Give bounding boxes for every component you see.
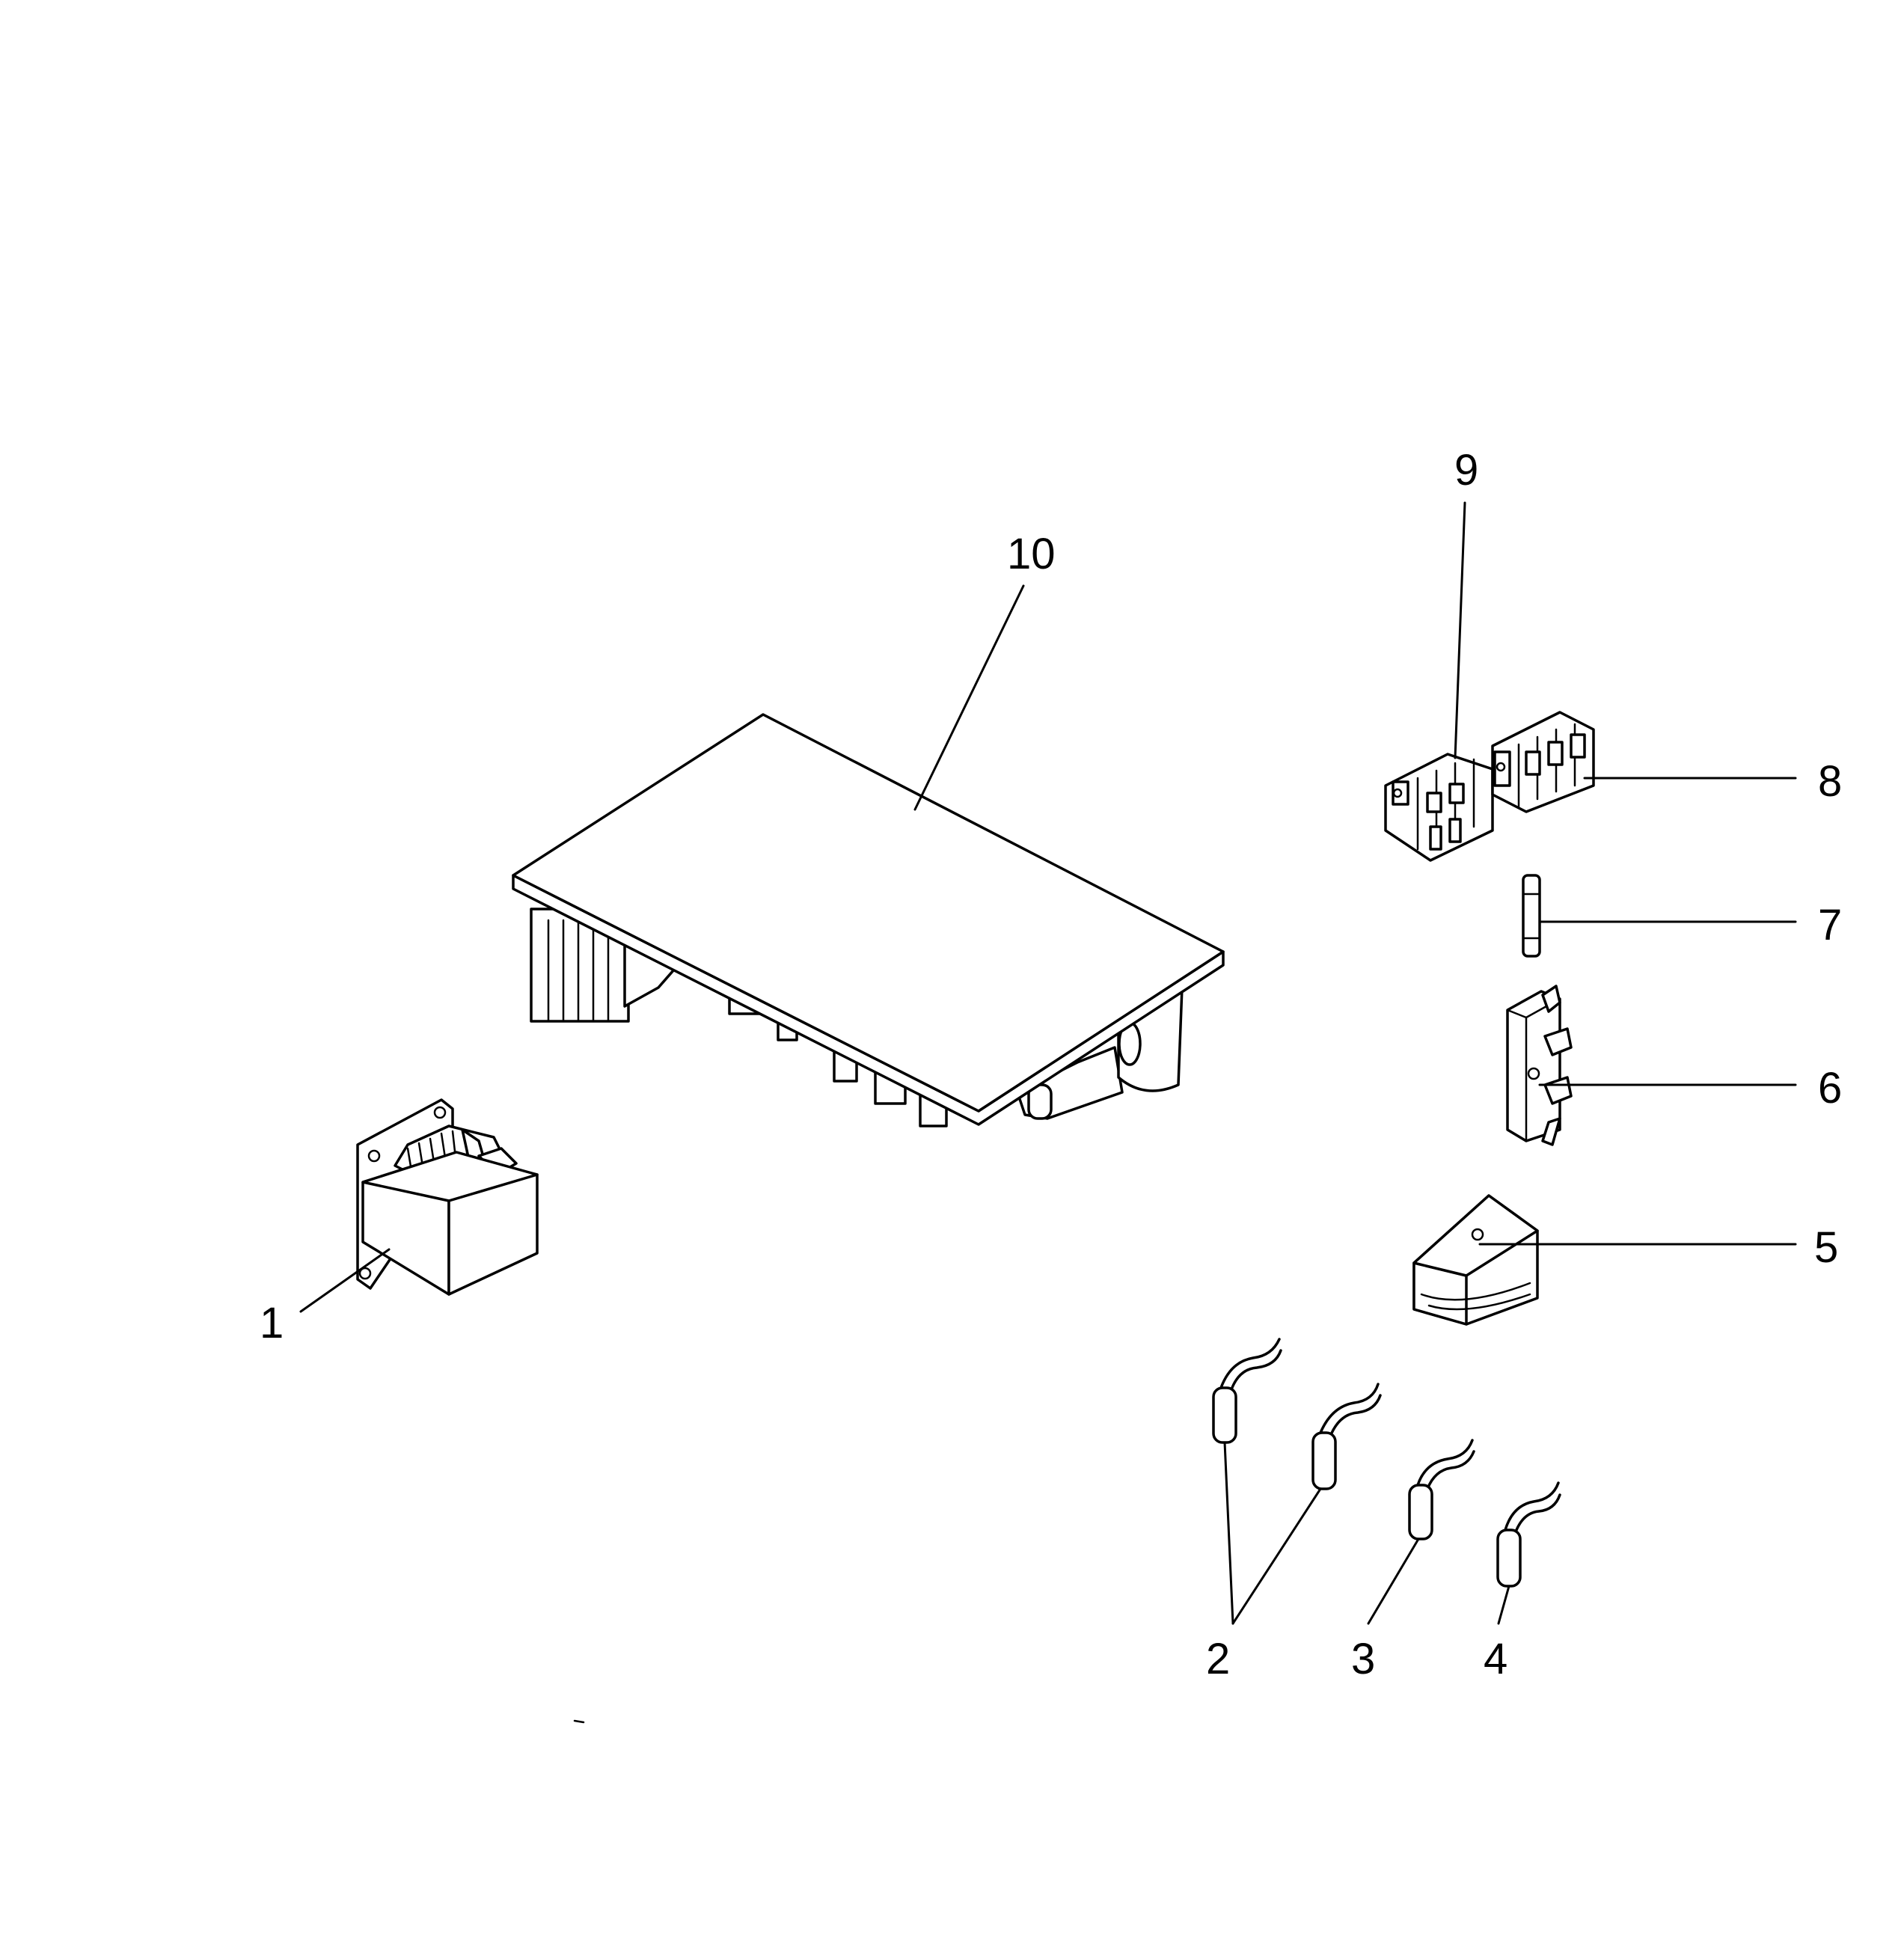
housing-part xyxy=(1412,1194,1539,1326)
transformer-part xyxy=(356,1098,539,1296)
callout-label-1: 1 xyxy=(260,1299,284,1347)
callout-label-6: 6 xyxy=(1818,1064,1842,1113)
leader-lines xyxy=(299,501,1797,1625)
sensor-part-2b xyxy=(1311,1383,1382,1490)
callout-label-4: 4 xyxy=(1484,1635,1507,1683)
callout-label-3: 3 xyxy=(1351,1635,1375,1683)
sensor-part-2a xyxy=(1212,1338,1282,1444)
callout-label-5: 5 xyxy=(1814,1223,1838,1272)
callout-label-2: 2 xyxy=(1206,1635,1230,1683)
terminal-block-small-part xyxy=(1384,753,1494,862)
callout-label-8: 8 xyxy=(1818,757,1842,806)
sensor-part-4 xyxy=(1496,1481,1561,1588)
callout-label-10: 10 xyxy=(1007,530,1056,578)
stray-mark xyxy=(573,1719,585,1724)
sensor-part-3 xyxy=(1408,1439,1475,1540)
callout-label-9: 9 xyxy=(1454,446,1478,495)
callout-label-7: 7 xyxy=(1818,901,1842,949)
terminal-block-large-part xyxy=(1491,711,1595,813)
callout-labels: 1 2 3 4 5 6 7 8 9 10 xyxy=(260,446,1842,1683)
switch-part xyxy=(1506,985,1573,1146)
fuse-part xyxy=(1522,874,1541,958)
control-board-part xyxy=(512,713,1225,1127)
